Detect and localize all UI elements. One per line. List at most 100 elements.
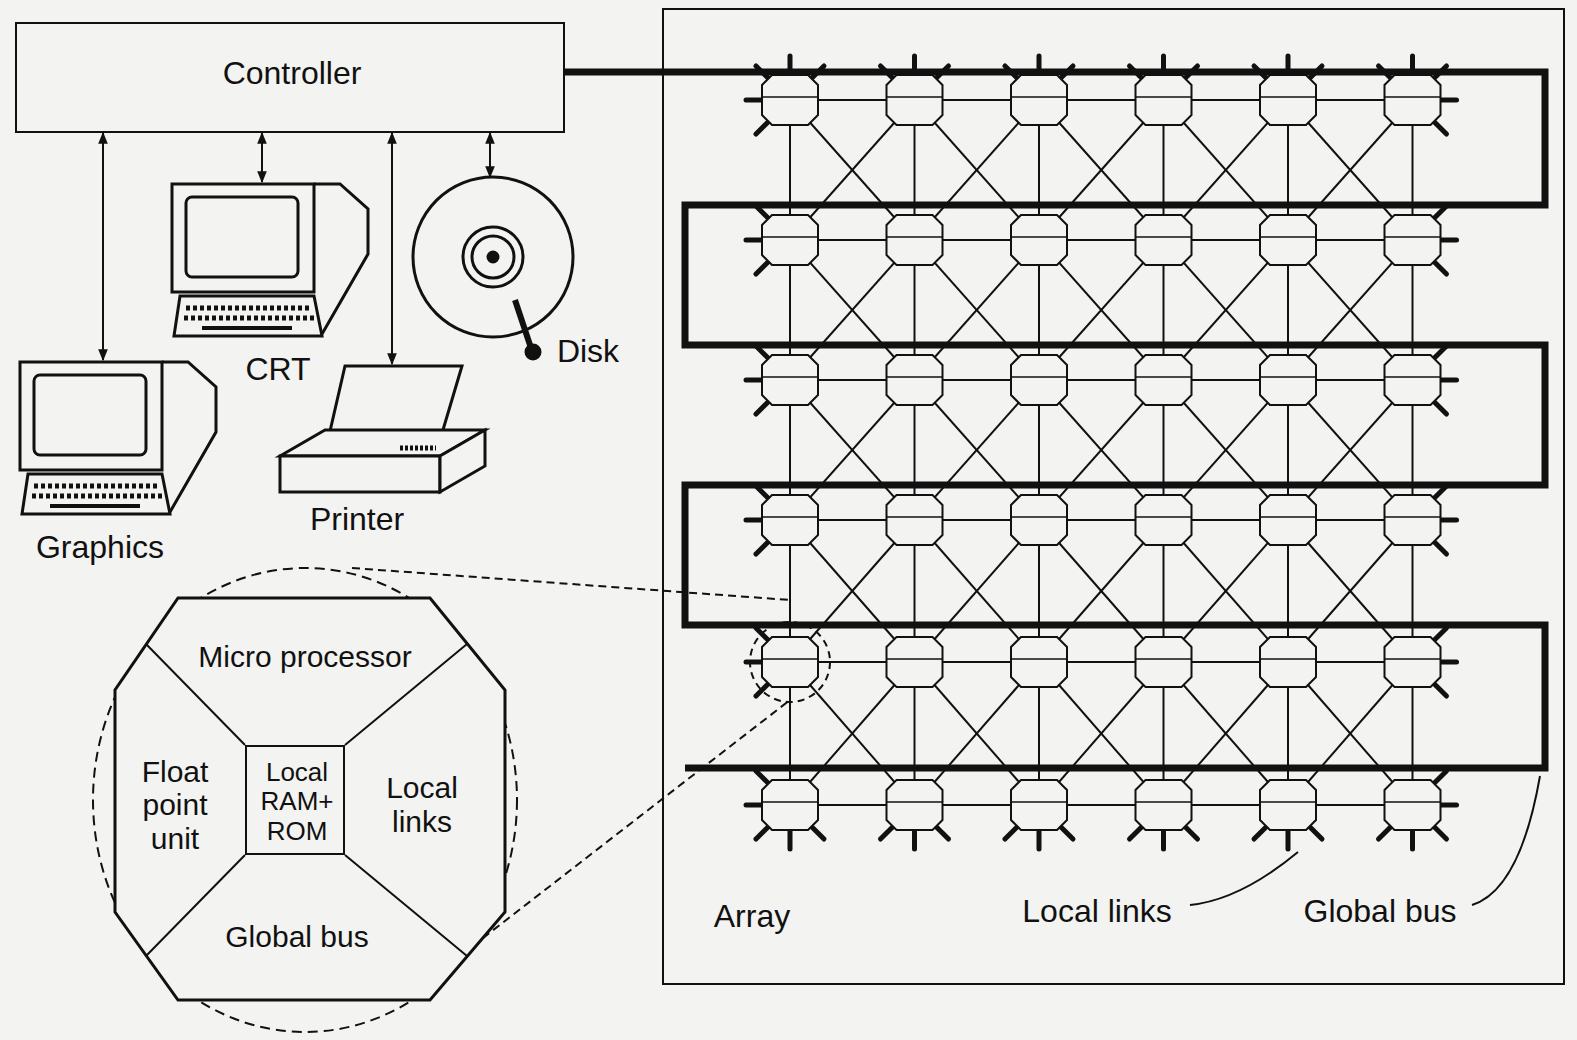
link-tip [746,98,764,103]
processor-divider [762,801,818,803]
processor-node [1136,495,1192,545]
processor-node [1260,495,1316,545]
processor-node [762,637,818,687]
link-tip [1161,831,1166,849]
link-tip [1037,831,1042,849]
disk-node: Disk [410,177,630,375]
processor-node [1385,780,1441,830]
link-tip [1439,518,1457,523]
link-tip [746,660,764,665]
processor-node [762,215,818,265]
processor-divider [1385,658,1441,660]
link-tip [1308,825,1322,839]
processor-divider [1260,96,1316,98]
link-tip [756,825,770,839]
processor-divider [887,516,943,518]
disk-icon [413,177,573,359]
processor-divider [1385,516,1441,518]
link-tip [1433,400,1447,414]
processor-node [1260,637,1316,687]
link-tip [1439,803,1457,808]
link-tip [1379,825,1393,839]
link-tip [1005,825,1019,839]
processor-node [1260,355,1316,405]
link-tip [1130,825,1144,839]
node-label: Micro processor [195,640,415,674]
link-tip [1433,682,1447,696]
processor-node [1011,495,1067,545]
link-tip [1059,825,1073,839]
link-tip [756,120,770,134]
link-tip [912,831,917,849]
io-connector [391,133,393,364]
processor-divider [1011,516,1067,518]
processor-node [1385,637,1441,687]
link-tip [1254,825,1268,839]
processor-divider [1136,96,1192,98]
processor-node [762,355,818,405]
processor-node [1385,75,1441,125]
processor-divider [1260,658,1316,660]
processor-divider [1136,801,1192,803]
io-connector [489,133,491,177]
global-bus-line [662,72,1545,768]
link-tip [1433,540,1447,554]
processor-divider [887,801,943,803]
processor-node [1136,355,1192,405]
highlight-circle [750,622,830,702]
processor-node [1136,215,1192,265]
processor-node [1385,355,1441,405]
processor-node [887,355,943,405]
leader-line [1472,776,1540,905]
link-tip [1433,120,1447,134]
processor-divider [1136,376,1192,378]
processor-divider [1011,376,1067,378]
processor-node [887,215,943,265]
processor-divider [887,236,943,238]
node-label: Float point unit [120,755,230,856]
link-tip [746,803,764,808]
link-tip [935,825,949,839]
processor-divider [1385,236,1441,238]
link-tip [1439,660,1457,665]
controller-box: Controller [15,22,565,133]
processor-node [1260,780,1316,830]
link-tip [756,400,770,414]
processor-divider [887,376,943,378]
node-label: Disk [543,334,633,370]
processor-node [1136,780,1192,830]
processor-divider [762,516,818,518]
processor-node [887,495,943,545]
link-tip [746,238,764,243]
callout-label: Global bus [1280,894,1480,930]
processor-array [746,56,1457,849]
processor-divider [887,96,943,98]
processor-divider [762,96,818,98]
processor-divider [1011,96,1067,98]
processor-divider [1260,236,1316,238]
processor-divider [762,658,818,660]
link-tip [1433,260,1447,274]
processor-divider [1385,376,1441,378]
processor-divider [1260,801,1316,803]
link-tip [756,260,770,274]
processor-node [1011,780,1067,830]
link-tip [1433,628,1447,642]
processor-divider [1385,801,1441,803]
callout-label: Local links [997,894,1197,930]
link-tip [788,831,793,849]
link-tip [1286,831,1291,849]
processor-divider [1011,236,1067,238]
node-label: CRT [218,352,338,388]
printer-node: Printer [275,364,490,542]
octagon-shape [115,598,505,1000]
link-tip [746,518,764,523]
crt-node: CRT [170,182,370,390]
link-tip [756,771,770,785]
processor-node [1260,75,1316,125]
processor-node [1385,495,1441,545]
node-label: Array [692,899,812,935]
processor-node [1011,637,1067,687]
link-tip [810,825,824,839]
io-connector [102,133,104,360]
